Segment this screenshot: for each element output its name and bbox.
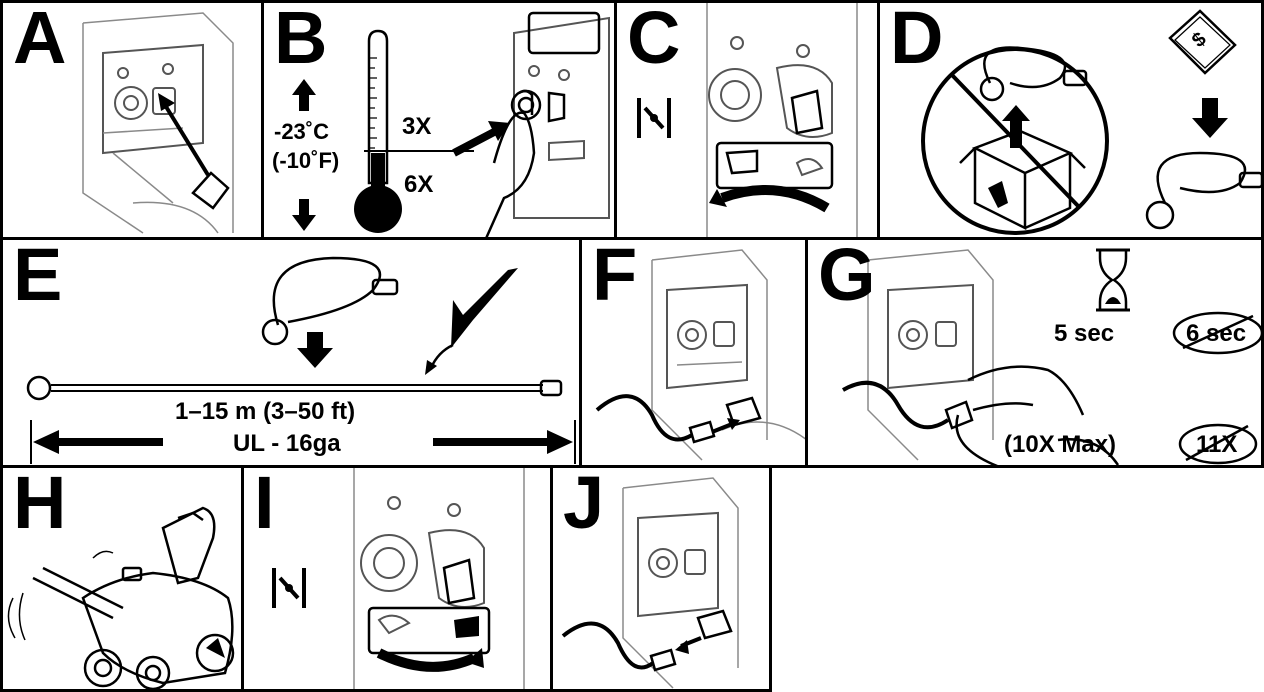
panel-letter: E (13, 237, 63, 316)
panel-b: B -23˚C (-10˚F) 3X 6X (261, 0, 617, 240)
extension-cord-icon (261, 256, 399, 346)
panel-letter: F (592, 237, 638, 316)
panel-h: H (0, 465, 244, 692)
power-cord (561, 621, 655, 670)
panel-c: C (614, 0, 880, 240)
checkmark-icon (451, 268, 518, 348)
prohibited-time-icon (1172, 311, 1261, 355)
ok-time-label: 5 sec (1054, 320, 1115, 347)
panel-j: J (550, 465, 772, 692)
arrow-down (292, 199, 316, 231)
panel-f: F (579, 237, 808, 468)
bad-time-label: 6 sec (1186, 320, 1247, 347)
choke-symbol-icon (272, 568, 306, 608)
arrow-down (1192, 98, 1228, 138)
panel-g: G 5 sec 6 sec (10X Max) 11X (805, 237, 1264, 468)
count-above: 3X (402, 113, 432, 140)
temp-fahrenheit: (-10˚F) (272, 148, 340, 173)
panel-b-illustration (292, 11, 610, 237)
panel-h-illustration (7, 506, 235, 689)
panel-d: D $ (877, 0, 1264, 240)
choke-symbol-icon (637, 98, 671, 138)
arrow-curved-right (376, 648, 477, 672)
arrow-left (33, 430, 163, 454)
panel-c-illustration (637, 3, 858, 237)
max-count-label: (10X Max) (1004, 431, 1117, 458)
bad-count-label: 11X (1196, 431, 1238, 458)
arrow-up-left (163, 103, 210, 177)
panel-letter: J (563, 465, 605, 544)
panel-i: I (241, 465, 553, 692)
arrow-right (433, 430, 573, 454)
panel-letter: B (274, 0, 328, 79)
arrow-up (292, 79, 316, 111)
panel-i-illustration (272, 468, 525, 689)
panel-letter: C (627, 0, 681, 79)
extended-cord-icon (26, 375, 563, 401)
gauge-label: UL - 16ga (233, 430, 341, 457)
panel-a-illustration (82, 12, 234, 234)
count-below: 6X (404, 171, 434, 198)
extension-cord-icon (1145, 151, 1261, 230)
panel-j-illustration (561, 477, 739, 689)
price-tag-icon (1168, 9, 1237, 75)
panel-e-illustration (26, 256, 576, 464)
arrow-down (297, 332, 333, 368)
temp-celsius: -23˚C (274, 119, 330, 144)
panel-letter: A (13, 0, 67, 79)
panel-letter: H (13, 465, 67, 544)
power-cord (595, 394, 694, 442)
panel-letter: I (254, 465, 275, 544)
arrow-curved-right (720, 185, 830, 213)
power-cord (842, 380, 950, 430)
hourglass-icon (1096, 248, 1130, 312)
prohibited-count-icon (1178, 423, 1258, 465)
arrow-right (711, 422, 733, 434)
panel-a: A (0, 0, 264, 240)
panel-letter: G (818, 237, 876, 316)
panel-letter: D (890, 0, 944, 79)
panel-g-illustration (842, 248, 1261, 465)
panel-d-illustration (921, 9, 1261, 235)
extension-cord-icon (979, 46, 1088, 102)
length-label: 1–15 m (3–50 ft) (175, 398, 356, 425)
panel-e: E 1–15 m (3–50 ft) UL - 16ga (0, 237, 582, 468)
snowthrower-icon (32, 506, 235, 689)
box-icon (959, 129, 1086, 231)
dimension-line (30, 420, 576, 464)
thermometer-icon (354, 29, 474, 233)
arrow-up (1002, 105, 1030, 148)
arrow-right (452, 127, 498, 157)
panel-f-illustration (595, 249, 805, 461)
